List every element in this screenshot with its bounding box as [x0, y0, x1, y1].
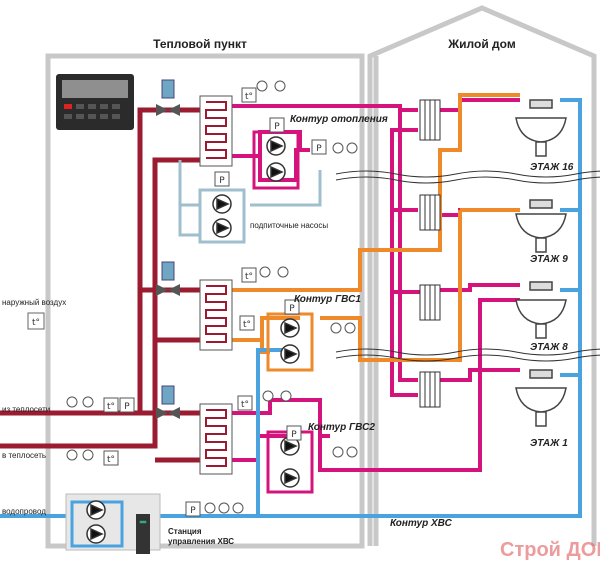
floor-1-label: ЭТАЖ 1 — [530, 438, 568, 449]
radiator-floor16 — [419, 99, 441, 141]
building-outlines — [45, 5, 597, 549]
floor-16-label: ЭТАЖ 16 — [530, 162, 574, 173]
pressure-sensor-gvs2: P — [286, 425, 302, 441]
makeup-pumps-label: подпиточные насосы — [250, 221, 328, 230]
outdoor-temp-sensor — [27, 312, 45, 330]
station-label: Станция управления ХВС — [168, 527, 234, 546]
makeup-pumps-group — [198, 188, 246, 244]
water-pipe-label: водопровод — [2, 507, 46, 516]
gauge-return — [66, 449, 94, 461]
sink-floor1 — [515, 369, 567, 427]
temp-sensor-gvs2: t° — [237, 395, 253, 411]
from-network-label: из теплосети — [2, 405, 50, 414]
network-pipes — [0, 107, 200, 463]
svg-text:P: P — [124, 402, 130, 412]
controller — [56, 74, 134, 130]
svg-text:t°: t° — [107, 455, 115, 465]
gvs1-pumps — [266, 312, 314, 372]
hvs-station-pumps — [65, 493, 161, 554]
floor-9-label: ЭТАЖ 9 — [530, 254, 568, 265]
house-title: Жилой дом — [447, 37, 516, 51]
pressure-sensor-makeup: P — [214, 171, 230, 187]
gauge-hvs — [204, 502, 244, 514]
sink-floor16 — [515, 99, 567, 157]
watermark-logo: Строй ДОМ — [500, 539, 600, 561]
heating-pumps — [252, 130, 300, 190]
pressure-sensor-heating: P — [311, 139, 327, 155]
gvs2-pumps — [266, 430, 314, 494]
temp-sensor-network: t° — [103, 397, 119, 413]
heat-exchanger-heating — [199, 95, 233, 167]
pressure-sensor-gvs1: P — [284, 299, 300, 315]
gauge-gvs2-loop — [332, 446, 358, 458]
floor-8-label: ЭТАЖ 8 — [530, 342, 568, 353]
svg-text:t°: t° — [241, 400, 249, 410]
sink-floor8 — [515, 281, 567, 339]
outdoor-air-label: наружный воздух — [2, 298, 66, 307]
heat-exchanger-gvs2 — [199, 403, 233, 475]
radiator-floor1 — [419, 371, 441, 408]
pressure-sensor-hvs: P — [185, 501, 201, 517]
control-valves — [156, 79, 180, 419]
gvs1-loop-label: Контур ГВС1 — [294, 294, 361, 305]
to-network-label: в теплосеть — [2, 451, 46, 460]
svg-text:P: P — [316, 144, 322, 154]
heat-point-title: Тепловой пункт — [153, 37, 247, 51]
gauge-gvs2 — [262, 390, 292, 402]
heat-exchangers — [199, 95, 233, 475]
gauge-heating — [256, 80, 286, 92]
svg-text:P: P — [190, 506, 196, 516]
control-valve-gvs1 — [156, 261, 180, 296]
pressure-sensor-network: P — [119, 397, 135, 413]
svg-text:P: P — [219, 176, 225, 186]
temp-sensor-gvs1: t° — [241, 267, 257, 283]
control-valve-gvs2 — [156, 385, 180, 419]
gauge-gvs1-loop — [330, 322, 356, 334]
heat-exchanger-gvs1 — [199, 279, 233, 351]
svg-text:P: P — [274, 122, 280, 132]
temp-sensor-gvs1-return: t° — [239, 315, 255, 331]
hvs-loop-label: Контур ХВС — [390, 518, 453, 529]
gauge-gvs1 — [259, 266, 289, 278]
temp-sensor-heating: t° — [241, 87, 257, 103]
svg-text:t°: t° — [243, 320, 251, 330]
heat-point-room — [45, 53, 365, 549]
sensors: t° P P P t° P t° t° P t° P t° P — [103, 87, 327, 517]
radiator-floor8 — [419, 284, 441, 321]
gauge-network — [66, 396, 94, 408]
svg-text:t°: t° — [245, 272, 253, 282]
radiators — [419, 99, 441, 408]
radiator-floor9 — [419, 194, 441, 231]
heating-loop-label: Контур отопления — [290, 114, 388, 125]
temp-sensor-return: t° — [103, 450, 119, 466]
floor-breaks — [335, 170, 600, 362]
svg-text:P: P — [289, 304, 295, 314]
svg-text:t°: t° — [245, 92, 253, 102]
outdoor-sensor-label: t° — [32, 318, 40, 328]
gvs2-loop-label: Контур ГВС2 — [308, 422, 375, 433]
sink-floor9 — [515, 199, 567, 253]
control-valve-heating — [156, 79, 180, 116]
svg-text:P: P — [291, 430, 297, 440]
gauges — [66, 80, 358, 514]
gauge-heating-loop — [332, 142, 358, 154]
house-outline — [367, 5, 597, 546]
pressure-sensor-heating-pumps: P — [269, 117, 285, 133]
hvs-loop-pipes — [0, 98, 582, 518]
makeup-pipes — [178, 160, 322, 237]
sinks — [515, 99, 567, 427]
pumps — [65, 130, 314, 554]
svg-text:t°: t° — [107, 402, 115, 412]
